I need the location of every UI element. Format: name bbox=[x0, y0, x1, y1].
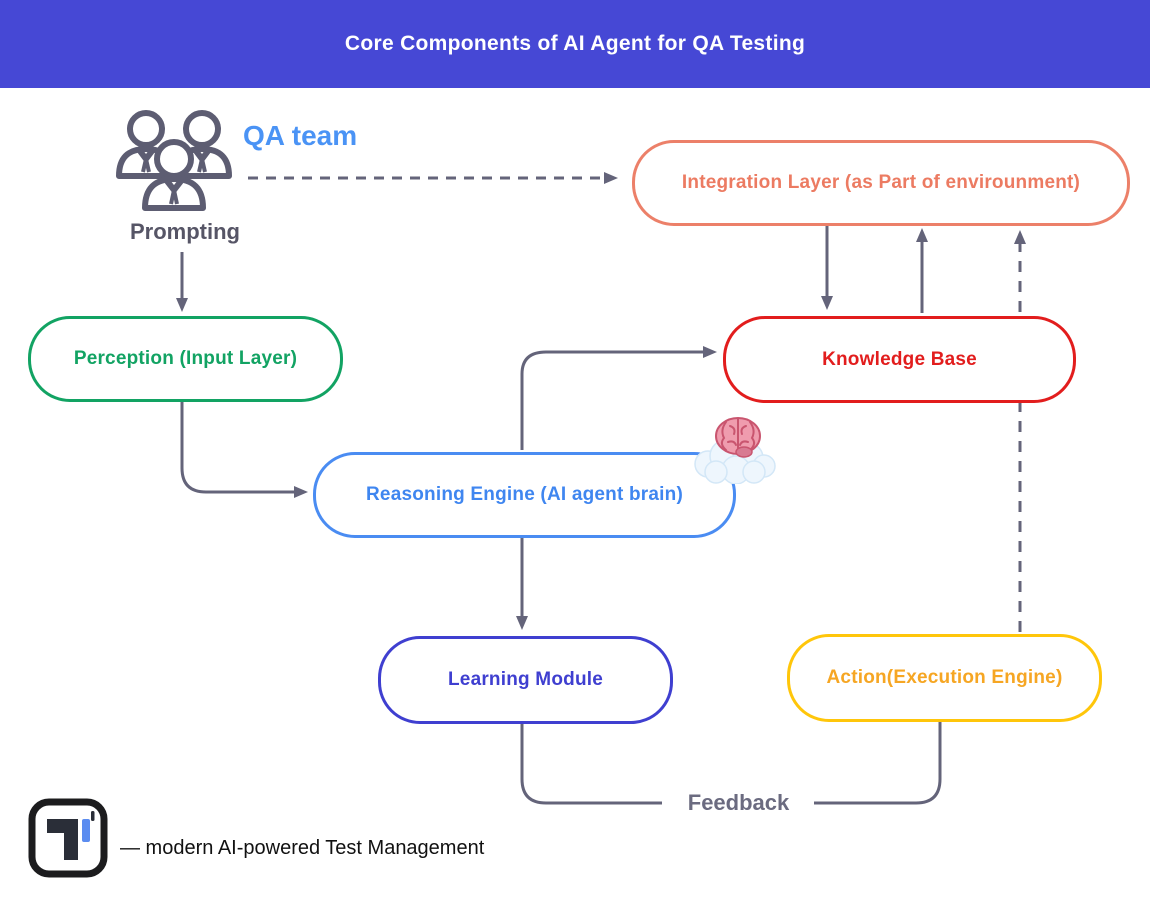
footer-tagline: — modern AI-powered Test Management bbox=[120, 837, 485, 859]
reasoning-engine-node: Reasoning Engine (AI agent brain) bbox=[313, 452, 736, 538]
header-bar: Core Components of AI Agent for QA Testi… bbox=[0, 0, 1150, 88]
qa-team-icon bbox=[112, 106, 236, 220]
learning-module-label: Learning Module bbox=[448, 669, 603, 690]
integration-layer-label: Integration Layer (as Part of envirounme… bbox=[681, 172, 1081, 193]
reasoning-engine-label: Reasoning Engine (AI agent brain) bbox=[366, 484, 683, 505]
connector-perception-to-reasoning bbox=[180, 399, 308, 498]
page-title: Core Components of AI Agent for QA Testi… bbox=[344, 32, 806, 55]
connector-learning-to-feedback bbox=[520, 719, 662, 805]
connector-reasoning-to-knowledge bbox=[520, 346, 717, 450]
feedback-label: Feedback bbox=[666, 790, 811, 816]
connector-action-to-feedback bbox=[814, 717, 942, 805]
knowledge-base-node: Knowledge Base bbox=[723, 316, 1076, 403]
knowledge-base-label: Knowledge Base bbox=[822, 348, 977, 370]
action-node: Action(Execution Engine) bbox=[787, 634, 1102, 722]
testomat-logo-icon bbox=[28, 798, 108, 878]
prompting-label: Prompting bbox=[130, 219, 240, 244]
qa-team-label: QA team bbox=[243, 120, 358, 151]
perception-node: Perception (Input Layer) bbox=[28, 316, 343, 402]
integration-layer-node: Integration Layer (as Part of envirounme… bbox=[632, 140, 1130, 226]
learning-module-node: Learning Module bbox=[378, 636, 673, 724]
perception-label: Perception (Input Layer) bbox=[73, 348, 298, 369]
action-label: Action(Execution Engine) bbox=[826, 667, 1063, 688]
brain-cloud-icon bbox=[686, 412, 780, 485]
